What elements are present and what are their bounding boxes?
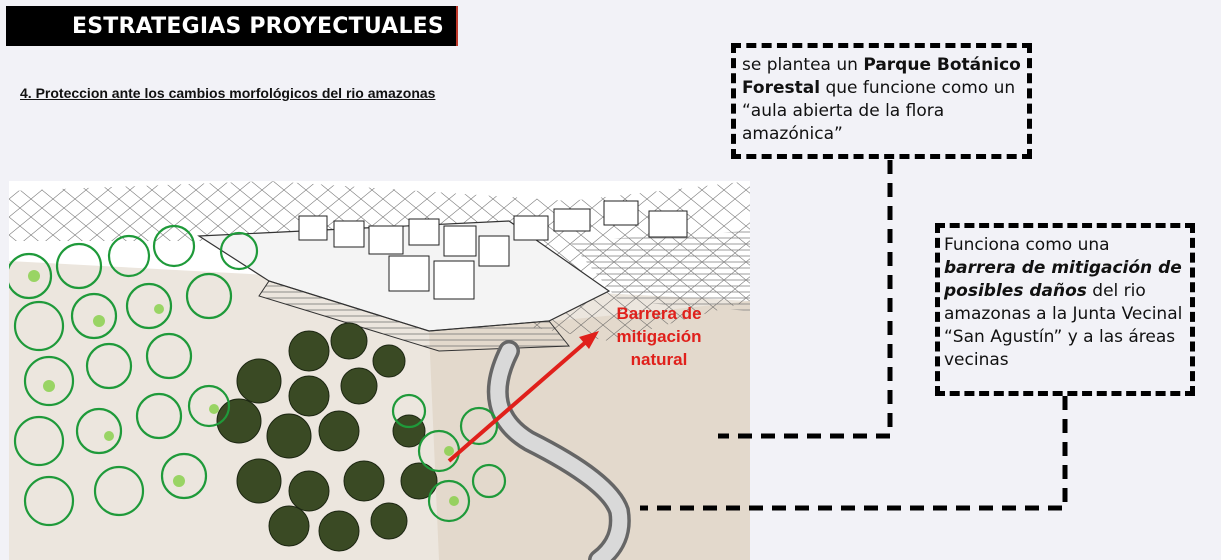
- section-subtitle: 4. Proteccion ante los cambios morfológi…: [20, 85, 436, 101]
- barrier-label: Barrera de mitigación natural: [600, 302, 718, 371]
- callout-barrera-pre: Funciona como una: [944, 235, 1110, 255]
- barrier-label-line1: Barrera de: [616, 304, 702, 323]
- callout-barrera-mitigacion: Funciona como una barrera de mitigación …: [935, 223, 1195, 396]
- page-title: ESTRATEGIAS PROYECTUALES: [72, 14, 444, 39]
- site-3d-render: [9, 181, 750, 560]
- callout-parque-bold: Parque Botánico Forestal: [742, 55, 1021, 98]
- callout-barrera-post: del rio amazonas a la Junta Vecinal “San…: [944, 281, 1183, 370]
- callout-parque-pre: se plantea un: [742, 55, 864, 75]
- callout-barrera-bold: barrera de mitigación de posibles daños: [944, 258, 1182, 301]
- callout-parque-post: que funcione como un “aula abierta de la…: [742, 78, 1016, 144]
- barrier-label-line3: natural: [630, 350, 688, 369]
- title-bar: ESTRATEGIAS PROYECTUALES: [6, 6, 458, 46]
- callout-parque-botanico: se plantea un Parque Botánico Forestal q…: [731, 43, 1032, 159]
- barrier-label-line2: mitigación: [616, 327, 702, 346]
